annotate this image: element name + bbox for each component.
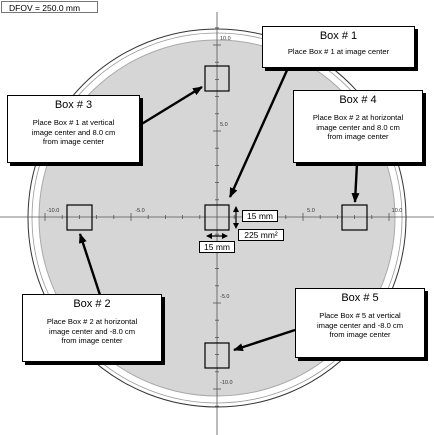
callout-arrow-5 — [233, 328, 296, 352]
callout-box-2-title: Box # 2 — [73, 298, 111, 310]
callout-box-1: Box # 1 Place Box # 1 at image center — [262, 26, 415, 68]
x-tick-pos10: 10.0 — [392, 208, 403, 214]
x-tick-neg10: -10.0 — [47, 208, 60, 214]
x-tick-pos5: 5.0 — [307, 208, 315, 214]
callout-box-4: Box # 4 Place Box # 2 at horizontal imag… — [293, 90, 423, 163]
x-tick-neg5: -5.0 — [135, 208, 144, 214]
callout-box-2-text: Place Box # 2 at horizontal image center… — [46, 317, 138, 345]
area-dimension-label: 225 mm² — [238, 229, 284, 241]
dfov-label: DFOV = 250.0 mm — [1, 1, 98, 13]
roi-box-5 — [204, 342, 230, 369]
callout-box-1-text: Place Box # 1 at image center — [287, 47, 390, 56]
y-tick-neg5: -5.0 — [220, 294, 229, 300]
width-dimension-label: 15 mm — [199, 241, 235, 253]
y-tick-neg10: -10.0 — [220, 380, 233, 386]
callout-arrow-1 — [228, 67, 290, 198]
callout-box-2: Box # 2 Place Box # 2 at horizontal imag… — [22, 294, 162, 362]
roi-box-4 — [341, 204, 368, 231]
roi-box-center — [204, 204, 230, 231]
callout-box-4-text: Place Box # 2 at horizontal image center… — [312, 113, 404, 141]
roi-box-1 — [204, 65, 230, 92]
axis-tick-marks — [27, 27, 407, 407]
height-dimension-label: 15 mm — [242, 210, 278, 222]
callout-box-1-title: Box # 1 — [319, 30, 358, 42]
callout-arrow-2 — [78, 233, 102, 296]
callout-box-3-text: Place Box # 1 at vertical image center a… — [31, 118, 116, 146]
callout-box-3-title: Box # 3 — [54, 99, 93, 111]
callout-box-4-title: Box # 4 — [339, 94, 377, 106]
callout-arrow-4 — [351, 162, 360, 203]
roi-box-3 — [66, 204, 93, 231]
callout-box-5-text: Place Box # 5 at vertical image center a… — [316, 311, 404, 339]
callout-box-5: Box # 5 Place Box # 5 at vertical image … — [295, 288, 425, 358]
callout-arrow-3 — [139, 85, 203, 127]
y-tick-pos10: 10.0 — [220, 36, 231, 42]
y-tick-pos5: 5.0 — [220, 122, 228, 128]
callout-box-3: Box # 3 Place Box # 1 at vertical image … — [7, 95, 140, 163]
callout-box-5-title: Box # 5 — [341, 292, 379, 304]
